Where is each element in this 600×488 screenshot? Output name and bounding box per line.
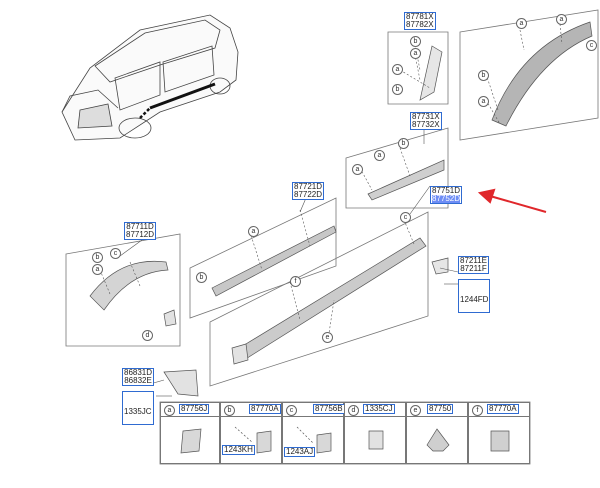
part-number: 87781X	[406, 12, 434, 21]
legend-cell-d: d 1335CJ	[344, 402, 406, 464]
part-label-87711D: 87711D 87712D	[124, 222, 157, 240]
legend-cell-a: a 87756J	[160, 402, 220, 464]
callout-e: e	[322, 332, 333, 343]
part-number: 87711D	[126, 222, 154, 231]
legend-letter: b	[224, 405, 235, 416]
connector-lines	[119, 128, 459, 397]
part-number: 87712D	[126, 230, 155, 239]
part-number-highlighted: 87752D	[432, 194, 461, 203]
legend-letter: f	[472, 405, 483, 416]
highlight-arrow	[477, 188, 547, 213]
part-label-1335JC: 1335JC	[122, 391, 154, 425]
part-number: 87721D	[294, 182, 323, 191]
legend-cell-c: c 87756B 1243AJ	[282, 402, 345, 464]
legend-header: e 87750	[407, 403, 467, 417]
part-number: 87722D	[294, 190, 323, 199]
screw-bracket-icon	[234, 426, 272, 454]
push-clip-icon	[426, 428, 450, 452]
callout-a: a	[556, 14, 567, 25]
part-number: 1244FD	[460, 295, 489, 304]
part-number: 87211F	[460, 264, 487, 273]
callout-a: a	[92, 264, 103, 275]
callout-b: b	[392, 84, 403, 95]
legend-part-number: 1335CJ	[363, 404, 395, 414]
part-number: 87751D	[432, 186, 461, 195]
callout-b: b	[196, 272, 207, 283]
legend-sub-part-number: 1243KH	[222, 445, 255, 455]
callout-a: a	[478, 96, 489, 107]
part-label-86831D: 86831D 86832E	[122, 368, 155, 386]
legend-header: f 87770A	[469, 403, 529, 417]
callout-b: b	[398, 138, 409, 149]
pad-clip-icon	[490, 430, 510, 452]
callout-a: a	[410, 48, 421, 59]
callout-a: a	[374, 150, 385, 161]
callout-a: a	[248, 226, 259, 237]
legend-letter: c	[286, 405, 297, 416]
legend-letter: e	[410, 405, 421, 416]
callout-f: f	[290, 276, 301, 287]
part-number: 86832E	[124, 376, 152, 385]
callout-b: b	[478, 70, 489, 81]
part-number: 87732X	[412, 120, 440, 129]
legend-part-number: 87750	[427, 404, 454, 414]
legend-letter: d	[348, 405, 359, 416]
group-outlines	[65, 9, 599, 387]
callout-c: c	[110, 248, 121, 259]
legend-sub-part-number: 1243AJ	[284, 447, 316, 457]
legend-cell-b: b 87770A 1243KH	[220, 402, 282, 464]
legend-header: a 87756J	[161, 403, 219, 417]
part-label-87721D: 87721D 87722D	[292, 182, 325, 200]
part-label-87751D: 87751D 87752D	[430, 186, 463, 204]
part-number: 87731X	[412, 112, 440, 121]
part-number: 86831D	[124, 368, 153, 377]
legend-header: c 87756B	[283, 403, 345, 417]
callout-b: b	[92, 252, 103, 263]
legend-part-number: 87770A	[487, 404, 519, 414]
part-shapes	[89, 21, 593, 397]
fastener-clip-icon	[180, 428, 202, 454]
part-number: 1335JC	[124, 407, 152, 416]
callout-a: a	[392, 64, 403, 75]
legend-letter: a	[164, 405, 175, 416]
callout-b: b	[410, 36, 421, 47]
legend-part-number: 87756B	[313, 404, 345, 414]
part-label-87781X: 87781X 87782X	[404, 12, 436, 30]
callout-c: c	[586, 40, 597, 51]
screw-clip-icon	[296, 426, 332, 454]
callout-a: a	[516, 18, 527, 29]
callout-a: a	[352, 164, 363, 175]
legend-cell-e: e 87750	[406, 402, 468, 464]
vehicle-illustration	[61, 14, 239, 141]
part-label-87211E: 87211E 87211F	[458, 256, 489, 274]
part-label-87731X: 87731X 87732X	[410, 112, 442, 130]
legend-part-number: 87756J	[179, 404, 210, 414]
callout-d: d	[142, 330, 153, 341]
legend-part-number: 87770A	[249, 404, 281, 414]
legend-cell-f: f 87770A	[468, 402, 530, 464]
part-number: 87782X	[406, 20, 434, 29]
part-label-1244FD: 1244FD	[458, 279, 491, 313]
legend-header: b 87770A	[221, 403, 281, 417]
callout-c: c	[400, 212, 411, 223]
part-number: 87211E	[460, 256, 487, 265]
retainer-clip-icon	[368, 430, 384, 450]
legend-header: d 1335CJ	[345, 403, 405, 417]
